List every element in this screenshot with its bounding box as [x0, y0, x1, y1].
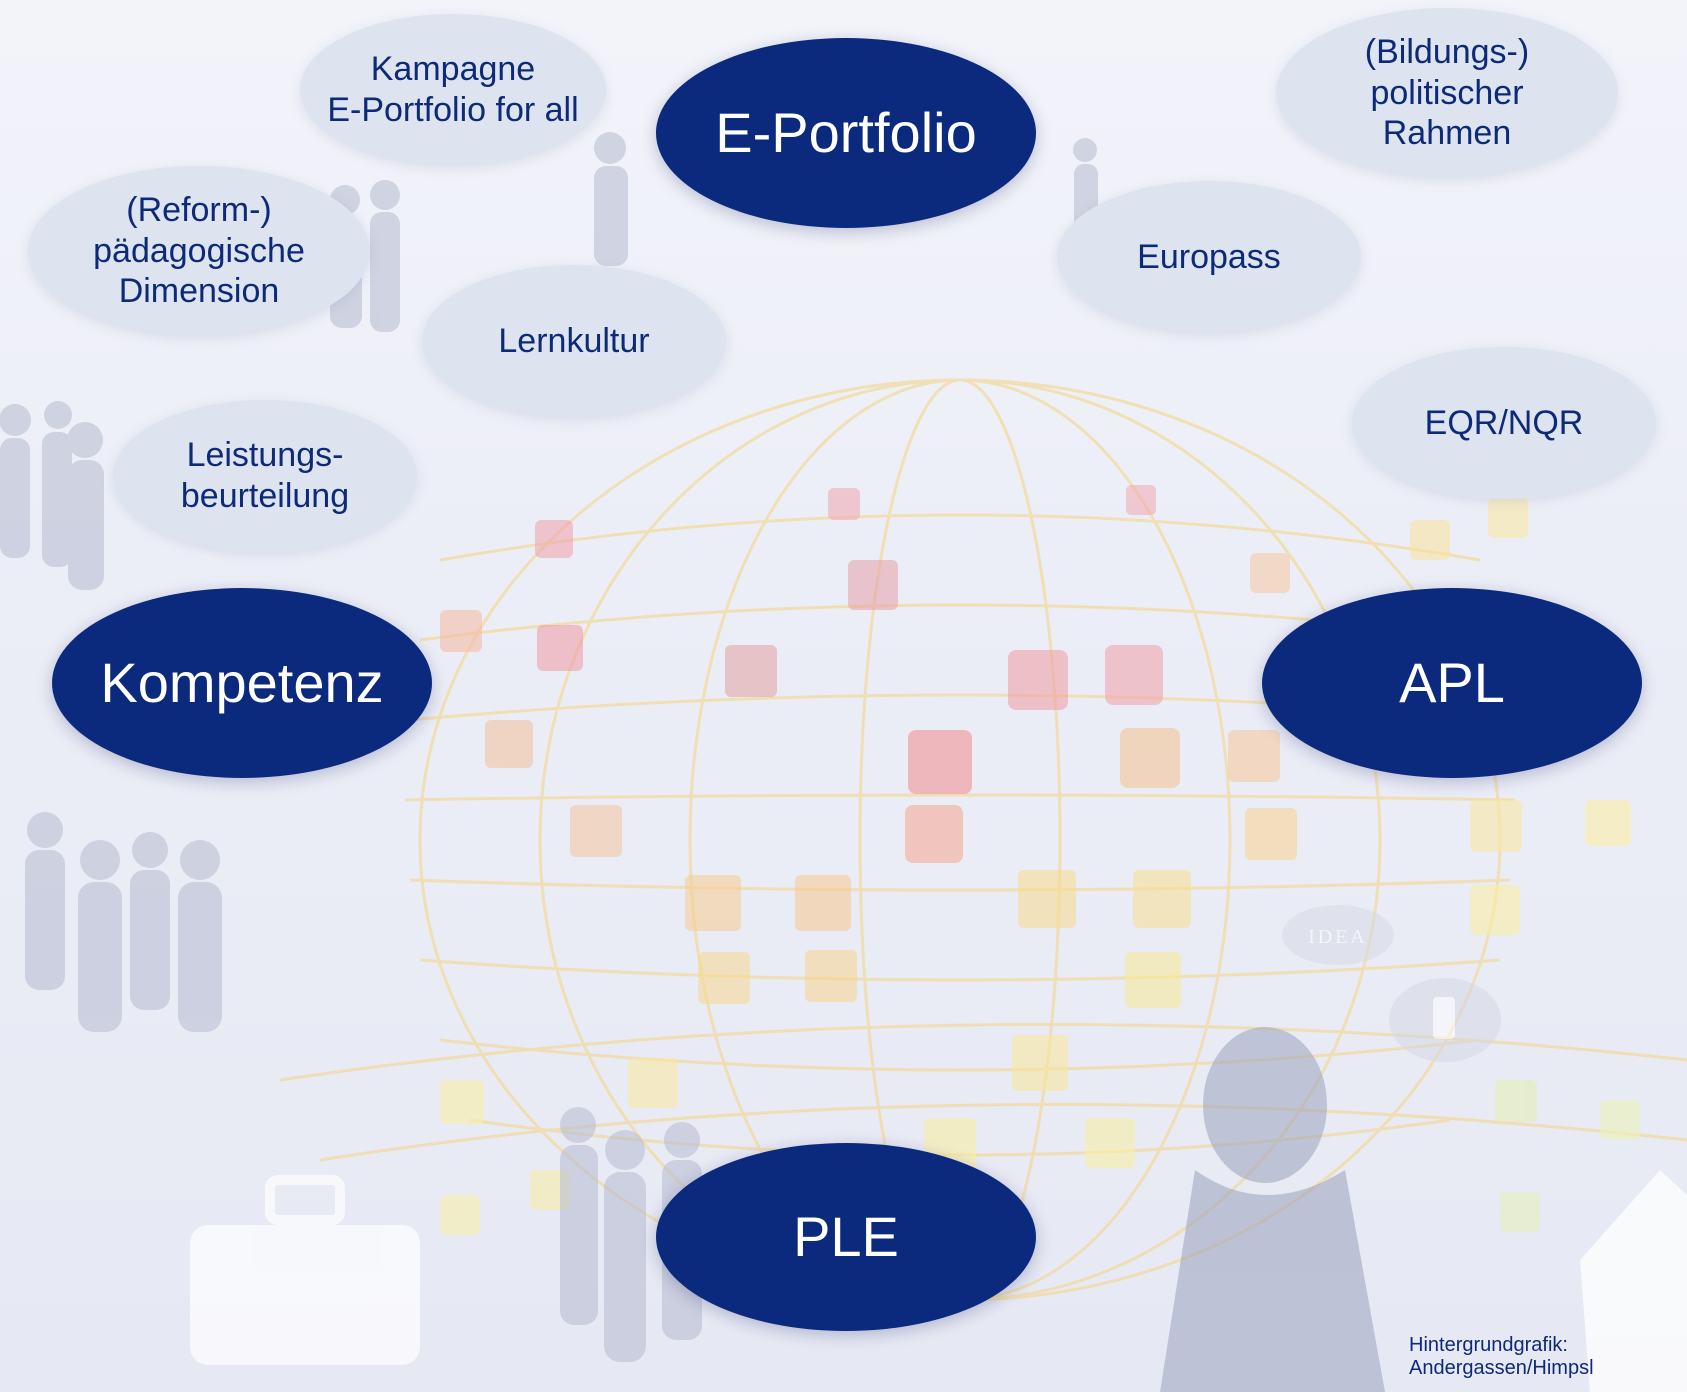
- background-credit: Hintergrundgrafik: Andergassen/Himpsl: [1409, 1334, 1594, 1379]
- node-reformpaedagogisch: (Reform-) pädagogische Dimension: [28, 166, 370, 336]
- node-bildungspolitisch-label: (Bildungs-) politischer Rahmen: [1364, 32, 1530, 153]
- svg-text:IDEA: IDEA: [1308, 926, 1368, 948]
- woman-silhouette: [1160, 1027, 1385, 1392]
- node-bildungspolitisch: (Bildungs-) politischer Rahmen: [1276, 8, 1618, 178]
- node-e-portfolio: E-Portfolio: [656, 38, 1036, 228]
- node-apl-label: APL: [1399, 651, 1505, 715]
- node-reformpaedagogisch-label: (Reform-) pädagogische Dimension: [93, 190, 305, 311]
- node-ple: PLE: [656, 1143, 1036, 1331]
- node-kompetenz-label: Kompetenz: [100, 651, 384, 715]
- node-leistungsbeurteilung: Leistungs- beurteilung: [113, 400, 417, 552]
- house-icon: [1580, 1170, 1687, 1392]
- node-leistungsbeurteilung-label: Leistungs- beurteilung: [180, 436, 350, 515]
- node-kampagne-label: Kampagne E-Portfolio for all: [327, 50, 579, 129]
- node-lernkultur-label: Lernkultur: [498, 321, 650, 360]
- idea-bubble: IDEA: [1282, 905, 1394, 965]
- node-e-portfolio-label: E-Portfolio: [715, 101, 977, 165]
- node-europass-label: Europass: [1137, 237, 1281, 276]
- phone-bubble: [1389, 978, 1501, 1062]
- node-eqr-nqr-label: EQR/NQR: [1424, 403, 1584, 442]
- bag-icon: [190, 1175, 420, 1365]
- node-europass: Europass: [1057, 181, 1361, 333]
- node-apl: APL: [1262, 588, 1642, 778]
- node-eqr-nqr: EQR/NQR: [1352, 347, 1656, 499]
- node-kampagne: Kampagne E-Portfolio for all: [300, 14, 606, 166]
- node-ple-label: PLE: [793, 1205, 899, 1269]
- app-icons: [440, 485, 1640, 1235]
- node-lernkultur: Lernkultur: [422, 265, 726, 417]
- node-kompetenz: Kompetenz: [52, 588, 432, 778]
